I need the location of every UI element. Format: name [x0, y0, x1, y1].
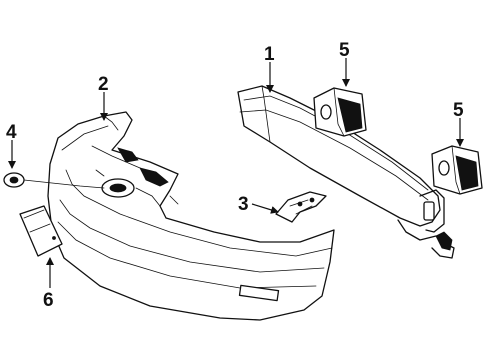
callout-3: 3 [238, 194, 249, 215]
impact-bar [237, 85, 455, 259]
grommet [3, 172, 25, 188]
callout-4: 4 [6, 122, 17, 143]
bumper-cover [47, 111, 335, 321]
callout-5-lower: 5 [453, 100, 464, 121]
bracket [275, 191, 327, 223]
license-plate-bracket [19, 205, 63, 257]
callout-2: 2 [98, 74, 109, 95]
energy-absorber-lower [431, 145, 483, 195]
callout-5-upper: 5 [339, 40, 350, 61]
callout-6: 6 [43, 290, 54, 311]
callout-1: 1 [264, 44, 275, 65]
leader-3 [251, 203, 279, 214]
energy-absorber-upper [313, 87, 367, 137]
